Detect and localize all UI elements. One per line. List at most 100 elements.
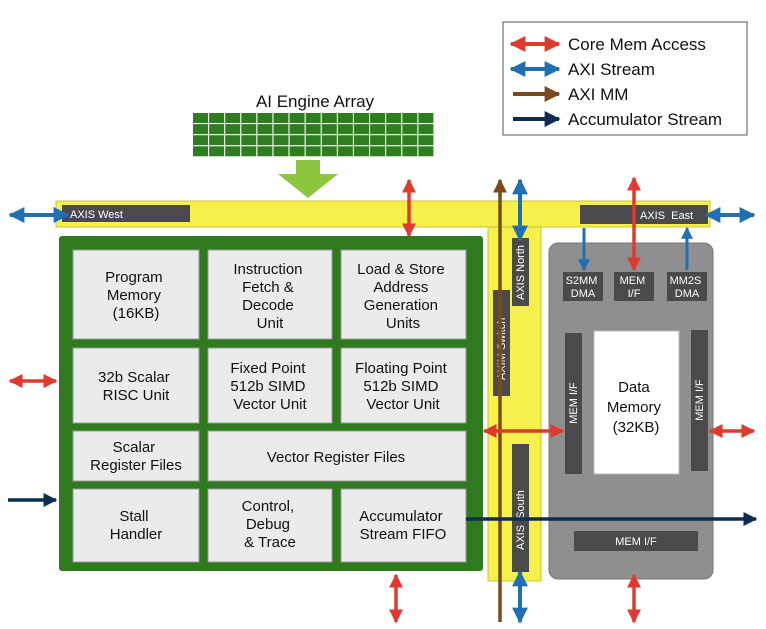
stall-handler-block (72, 488, 200, 563)
program-memory-label: Program Memory (16KB) (105, 269, 167, 322)
axis-east-label: AXIS East (640, 210, 693, 222)
array-tile (273, 146, 289, 157)
array-tile (257, 124, 273, 135)
array-tile (273, 124, 289, 135)
scalar-risc-block (72, 347, 200, 424)
floating-point-block (340, 347, 467, 424)
data-memory-label: Data Memory (32KB) (607, 379, 665, 436)
array-tile (386, 146, 402, 157)
legend-axi-mm-label: AXI MM (568, 85, 628, 104)
array-tile (321, 135, 337, 146)
vector-registers-label: Vector Register Files (267, 449, 405, 466)
array-tile (370, 124, 386, 135)
array-tile (337, 113, 353, 123)
array-tile (321, 113, 337, 123)
accumulator-fifo-block (340, 488, 467, 563)
array-tile (321, 146, 337, 157)
mm2s-dma-box (667, 272, 707, 301)
floating-point-label: Floating Point 512b SIMD Vector Unit (355, 360, 451, 413)
array-tile (193, 113, 208, 123)
array-tile (370, 135, 386, 146)
axis-south-box (512, 444, 529, 572)
array-tile (305, 113, 321, 123)
array-tile (337, 135, 353, 146)
accumulator-fifo-label: Accumulator Stream FIFO (359, 508, 447, 543)
array-tile (386, 135, 402, 146)
axis-west-label: AXIS West (70, 209, 123, 221)
legend-core-mem-label: Core Mem Access (568, 35, 706, 54)
array-tile (209, 124, 225, 135)
mem-if-left-box (565, 333, 582, 474)
array-tile (418, 135, 434, 146)
array-tile (289, 146, 305, 157)
scalar-risc-label: 32b Scalar RISC Unit (98, 369, 174, 404)
stall-handler-label: Stall Handler (110, 508, 163, 543)
array-tile (193, 135, 208, 146)
array-tile (402, 146, 418, 157)
load-store-block (340, 249, 467, 340)
array-tile (370, 146, 386, 157)
array-tile (209, 113, 225, 123)
array-tile (193, 124, 208, 135)
control-debug-block (207, 488, 333, 563)
mem-if-right-box (691, 330, 708, 471)
legend: Core Mem Access AXI Stream AXI MM Accumu… (502, 21, 748, 136)
array-tile (257, 135, 273, 146)
array-tile (241, 124, 257, 135)
s2mm-dma-box (563, 272, 603, 301)
array-tile (386, 113, 402, 123)
data-memory-block (593, 330, 680, 475)
legend-axi-stream-label: AXI Stream (568, 60, 655, 79)
array-tile (337, 124, 353, 135)
ai-engine-array-grid (193, 113, 434, 157)
array-tile (289, 124, 305, 135)
instruction-fetch-label: Instruction Fetch & Decode Unit (233, 261, 306, 332)
array-tile (225, 113, 241, 123)
array-tile (225, 146, 241, 157)
load-store-label: Load & Store Address Generation Units (357, 261, 449, 332)
scalar-registers-block (72, 430, 200, 482)
mem-if-top-box (614, 272, 654, 301)
scalar-registers-label: Scalar Register Files (90, 439, 182, 474)
array-tile (354, 146, 369, 157)
array-tile (273, 113, 289, 123)
fixed-point-label: Fixed Point 512b SIMD Vector Unit (230, 360, 309, 413)
array-tile (257, 113, 273, 123)
instruction-fetch-block (207, 249, 333, 340)
array-tile (354, 124, 369, 135)
vector-registers-block (207, 430, 467, 482)
control-debug-label: Control, Debug & Trace (242, 498, 299, 551)
array-tile (418, 113, 434, 123)
mm2s-dma-label: MM2S DMA (670, 275, 705, 300)
array-tile (402, 124, 418, 135)
array-tile (386, 124, 402, 135)
program-memory-block (72, 249, 200, 340)
legend-accum-label: Accumulator Stream (568, 110, 722, 129)
array-tile (354, 135, 369, 146)
array-tile (289, 135, 305, 146)
array-title: AI Engine Array (256, 92, 375, 111)
array-tile (273, 135, 289, 146)
array-tile (241, 113, 257, 123)
s2mm-dma-label: S2MM DMA (566, 275, 601, 300)
array-tile (241, 135, 257, 146)
fixed-point-block (207, 347, 333, 424)
array-tile (305, 135, 321, 146)
array-tile (370, 113, 386, 123)
array-tile (209, 146, 225, 157)
array-tile (337, 146, 353, 157)
array-tile (418, 146, 434, 157)
mem-if-right-label: MEM I/F (694, 379, 706, 421)
array-tile (305, 124, 321, 135)
array-tile (225, 135, 241, 146)
axis-north-label: AXIS North (515, 245, 527, 300)
axis-north-box (512, 238, 529, 306)
array-tile (354, 113, 369, 123)
array-tile (305, 146, 321, 157)
array-tile (402, 113, 418, 123)
array-tile (225, 124, 241, 135)
down-arrow-icon (278, 160, 338, 198)
array-tile (402, 135, 418, 146)
mem-if-bottom-box (574, 531, 698, 551)
